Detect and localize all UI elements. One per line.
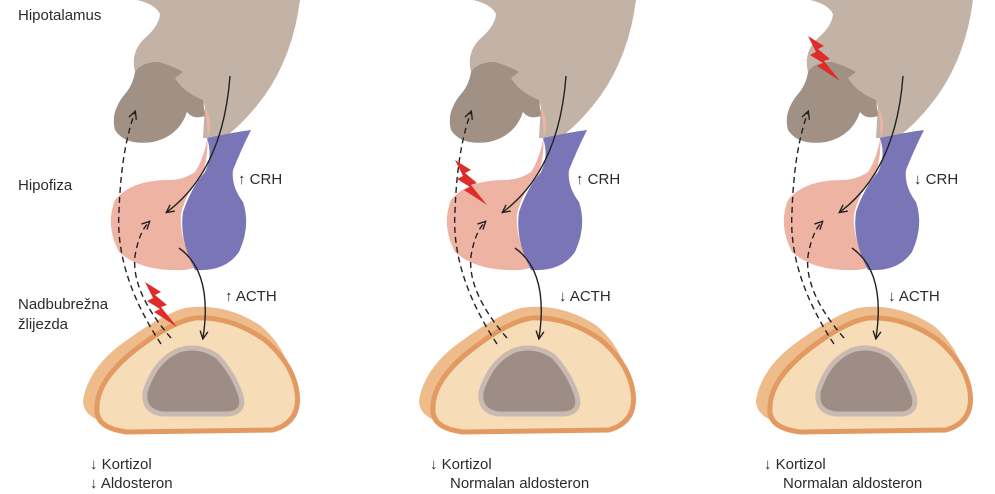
panel-secondary-insufficiency [411, 0, 711, 470]
pituitary-label: Hipofiza [18, 176, 72, 196]
posterior-pituitary [518, 130, 587, 270]
panel1-result-line2: ↓ Aldosteron [90, 474, 173, 494]
posterior-pituitary [182, 130, 251, 270]
panel3-crh-label: ↓ CRH [914, 170, 958, 190]
panel-tertiary-insufficiency [748, 0, 995, 470]
posterior-pituitary [855, 130, 924, 270]
panel1-acth-label: ↑ ACTH [225, 287, 277, 307]
panel1-result-line1: ↓ Kortizol [90, 455, 152, 475]
adrenal-label-line2: žlijezda [18, 315, 68, 335]
panel2-result-line2: Normalan aldosteron [450, 474, 589, 494]
panel2-acth-label: ↓ ACTH [559, 287, 611, 307]
panel-primary-insufficiency [75, 0, 375, 470]
panel1-crh-label: ↑ CRH [238, 170, 282, 190]
panel2-result-line1: ↓ Kortizol [430, 455, 492, 475]
panel3-result-line1: ↓ Kortizol [764, 455, 826, 475]
panel2-crh-label: ↑ CRH [576, 170, 620, 190]
panel3-result-line2: Normalan aldosteron [783, 474, 922, 494]
panel3-acth-label: ↓ ACTH [888, 287, 940, 307]
